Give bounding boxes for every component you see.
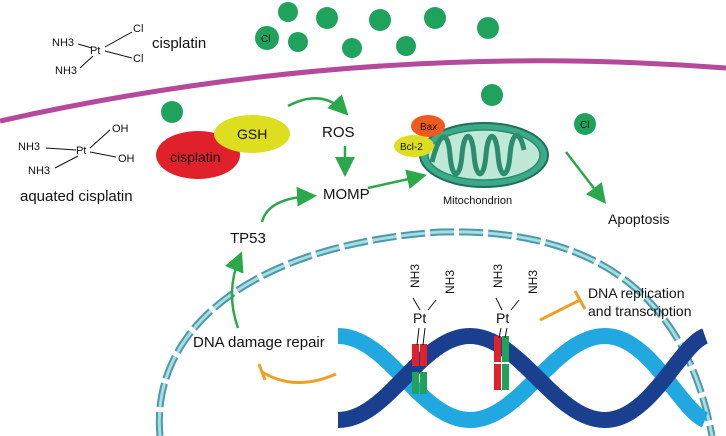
ion [396,36,416,56]
ion [161,101,183,123]
gsh-blob [214,115,290,153]
cisplatin-cl-top: Cl [133,23,143,35]
bcl2-label: Bcl-2 [400,142,423,153]
cisplatin-blob-label: cisplatin [170,149,221,165]
aquated-name: aquated cisplatin [20,188,133,205]
momp-label: MOMP [323,186,370,203]
adduct-right-nh3-b: NH3 [526,270,540,294]
bax-label: Bax [420,122,437,133]
ion [342,38,362,58]
tp53-label: TP53 [230,230,266,247]
inhibition-arrow-repair [257,363,337,384]
adduct-left-pt: Pt [413,310,426,326]
pathway-arrows [225,94,607,329]
ion [255,26,279,50]
dna-helix [337,327,709,429]
cisplatin-nh3-bottom: NH3 [55,65,77,77]
adduct-mark [502,336,509,362]
ion [278,2,298,22]
cisplatin-name: cisplatin [152,35,206,52]
dna-repair-label: DNA damage repair [193,334,325,351]
pt-adduct-left: NH3 NH3 Pt [408,264,457,346]
ion [574,113,596,135]
adduct-mark [494,336,501,362]
arrow-mito-to-apoptosis [565,151,607,204]
ion [316,7,338,29]
aquated-oh-top: OH [112,123,129,135]
aquated-cisplatin-structure: NH3 Pt OH OH NH3 aquated cisplatin [18,123,135,205]
mitochondrion: Mitochondrion [419,122,549,207]
arrow-repair-to-tp53 [225,251,244,329]
dna-replication-label-line1: DNA replication [588,285,685,301]
ion [477,17,499,39]
inhibition-arrow-replication [539,290,587,322]
aquated-nh3-top: NH3 [18,141,40,153]
aquated-nh3-bottom: NH3 [28,165,50,177]
cisplatin-nh3-top: NH3 [52,37,74,49]
adduct-mark [420,344,427,366]
bcl2-blob [394,135,434,157]
adduct-mark [494,364,501,390]
adduct-mark [412,344,419,366]
ion [288,32,308,52]
adduct-right-pt: Pt [496,310,509,326]
dna-replication-label-line2: and transcription [588,303,692,319]
cisplatin-pt: Pt [90,45,100,57]
bax-blob [411,115,445,137]
pt-adduct-right: NH3 NH3 Pt [491,264,540,339]
extracellular-ions: Cl [255,2,499,58]
ion [424,7,446,29]
adduct-right-nh3-a: NH3 [491,264,505,288]
cisplatin-cl-bottom: Cl [133,53,143,65]
apoptosis-label: Apoptosis [608,211,669,227]
gsh-label: GSH [237,126,267,142]
ion-label-inside: Cl [580,120,589,131]
ion-label-outside: Cl [261,34,270,45]
adduct-mark [412,372,419,394]
arrow-tp53-to-momp [260,186,317,223]
aquated-oh-bottom: OH [118,153,135,165]
cisplatin-gsh-complex: GSH cisplatin [156,115,290,179]
aquated-pt: Pt [76,145,86,157]
mitochondrion-label: Mitochondrion [443,195,512,207]
adduct-left-nh3-a: NH3 [408,264,422,288]
ros-label: ROS [322,124,355,141]
adduct-left-nh3-b: NH3 [443,270,457,294]
ion [481,84,503,106]
adduct-mark [420,372,427,394]
ion [369,9,391,31]
adduct-mark [502,364,509,390]
cisplatin-structure: NH3 Pt Cl Cl NH3 cisplatin [52,23,206,77]
arrow-gsh-to-ros [287,94,349,116]
cell-membrane [0,58,726,124]
arrow-momp-to-mito [367,169,427,190]
nuclear-envelope-inner [157,230,714,436]
